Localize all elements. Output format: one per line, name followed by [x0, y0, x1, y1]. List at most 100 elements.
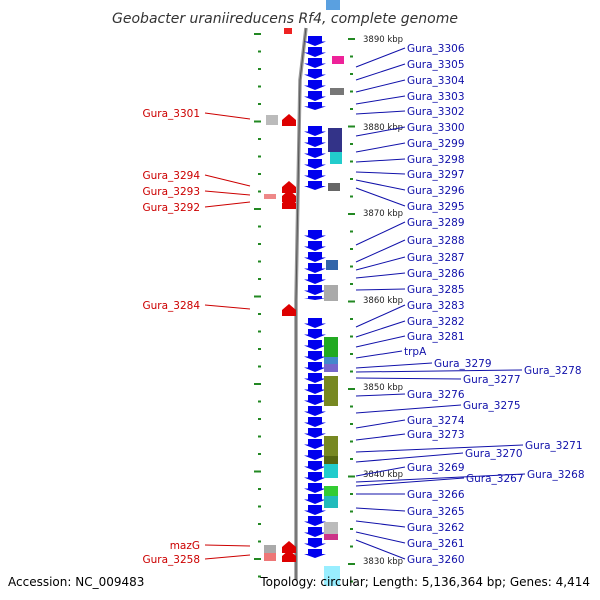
cog-box: [326, 0, 340, 10]
tick-right: [350, 318, 353, 320]
gene-label-plus[interactable]: Gura_3304: [407, 75, 465, 87]
gene-label-plus[interactable]: Gura_3269: [407, 462, 465, 474]
plus-strand-genes: [304, 0, 344, 586]
gene-label-plus[interactable]: Gura_3266: [407, 489, 465, 501]
leader-line: [355, 433, 406, 441]
gene-label-plus[interactable]: Gura_3265: [407, 506, 465, 518]
gene-label-plus[interactable]: Gura_3276: [407, 389, 465, 401]
gene-label-minus[interactable]: mazG: [170, 540, 200, 552]
genome-backbone: [294, 27, 308, 580]
gene-label-plus[interactable]: Gura_3260: [407, 554, 465, 566]
cog-box: [324, 376, 338, 406]
leader-line: [355, 95, 406, 105]
plus-gene-arrow: [304, 36, 326, 46]
leader-line: [204, 112, 251, 120]
tick-left: [258, 138, 261, 140]
leader-line: [355, 520, 406, 528]
leader-line: [355, 335, 406, 348]
plus-gene-arrow: [304, 91, 326, 101]
tick-right: [350, 178, 353, 180]
cog-box: [330, 152, 342, 164]
gene-label-plus[interactable]: Gura_3273: [407, 429, 465, 441]
leader-line: [355, 444, 524, 453]
leader-line: [355, 362, 433, 369]
gene-label-plus[interactable]: Gura_3296: [407, 185, 465, 197]
gene-label-plus[interactable]: Gura_3295: [407, 201, 465, 213]
gene-label-plus[interactable]: Gura_3262: [407, 522, 465, 534]
tick-left: [258, 68, 261, 70]
tick-left: [258, 400, 261, 403]
gene-label-minus[interactable]: Gura_3294: [142, 170, 200, 182]
leader-line: [204, 174, 251, 187]
plus-strand-labels[interactable]: Gura_3306Gura_3305Gura_3304Gura_3303Gura…: [355, 43, 585, 566]
gene-label-plus[interactable]: Gura_3267: [466, 473, 524, 485]
gene-label-minus[interactable]: Gura_3258: [142, 554, 200, 566]
gene-label-plus[interactable]: Gura_3298: [407, 154, 465, 166]
leader-line: [355, 272, 406, 279]
plus-gene-arrow: [304, 505, 326, 515]
gene-label-plus[interactable]: Gura_3300: [407, 122, 465, 134]
minus-gene-box: [264, 553, 276, 561]
gene-label-plus[interactable]: Gura_3303: [407, 91, 465, 103]
kbp-label: 3880 kbp: [363, 123, 403, 133]
gene-label-plus[interactable]: Gura_3289: [407, 217, 465, 229]
gene-label-plus[interactable]: Gura_3285: [407, 284, 465, 296]
minus-gene-box: [284, 28, 292, 34]
gene-label-plus[interactable]: Gura_3282: [407, 316, 465, 328]
gene-label-plus[interactable]: Gura_3281: [407, 331, 465, 343]
tick-right: [348, 563, 355, 565]
gene-label-plus[interactable]: Gura_3268: [527, 469, 585, 481]
tick-left: [258, 243, 261, 245]
tick-right: [350, 73, 353, 75]
gene-label-plus[interactable]: Gura_3306: [407, 43, 465, 55]
gene-label-plus[interactable]: Gura_3261: [407, 538, 465, 550]
minus-gene-box: [264, 194, 276, 199]
gene-label-plus[interactable]: Gura_3270: [465, 448, 523, 460]
leader-line: [355, 419, 406, 429]
tick-right: [350, 528, 353, 530]
gene-label-plus[interactable]: Gura_3279: [434, 358, 492, 370]
tick-right: [350, 510, 353, 513]
tick-right: [350, 143, 353, 145]
gene-label-minus[interactable]: Gura_3301: [142, 108, 200, 120]
minus-strand-labels[interactable]: Gura_3301Gura_3294Gura_3293Gura_3292Gura…: [142, 108, 251, 566]
gene-label-plus[interactable]: Gura_3299: [407, 138, 465, 150]
leader-line: [355, 142, 406, 153]
gene-label-plus[interactable]: Gura_3274: [407, 415, 465, 427]
leader-line: [355, 158, 406, 163]
leader-line: [204, 304, 251, 310]
tick-marks: [254, 33, 355, 583]
gene-label-plus[interactable]: Gura_3287: [407, 252, 465, 264]
gene-label-minus[interactable]: Gura_3284: [142, 300, 200, 312]
cog-box: [324, 534, 338, 540]
gene-label-plus[interactable]: Gura_3278: [524, 365, 582, 377]
gene-label-plus[interactable]: Gura_3283: [407, 300, 465, 312]
cog-box: [324, 486, 338, 498]
minus-gene-arrow: [282, 114, 296, 126]
tick-right: [348, 300, 355, 303]
gene-label-plus[interactable]: Gura_3305: [407, 59, 465, 71]
plus-gene-arrow: [304, 252, 326, 262]
gene-label-plus[interactable]: Gura_3302: [407, 106, 465, 118]
leader-line: [355, 320, 406, 338]
leader-line: [204, 201, 251, 208]
gene-label-plus[interactable]: Gura_3288: [407, 235, 465, 247]
gene-label-plus[interactable]: Gura_3297: [407, 169, 465, 181]
gene-label-plus[interactable]: Gura_3275: [463, 400, 521, 412]
plus-gene-arrow: [304, 230, 326, 240]
leader-line: [355, 110, 406, 115]
gene-label-plus[interactable]: Gura_3277: [463, 374, 521, 386]
tick-left: [258, 435, 261, 438]
leader-line: [355, 369, 523, 373]
minus-gene-arrow: [282, 550, 296, 562]
gene-label-plus[interactable]: Gura_3271: [525, 440, 583, 452]
gene-label-plus[interactable]: trpA: [404, 346, 427, 358]
gene-label-minus[interactable]: Gura_3293: [142, 186, 200, 198]
leader-line: [355, 239, 406, 263]
plus-gene-arrow: [304, 340, 326, 350]
gene-label-plus[interactable]: Gura_3286: [407, 268, 465, 280]
plus-gene-arrow: [304, 58, 326, 68]
gene-label-minus[interactable]: Gura_3292: [142, 202, 200, 214]
tick-right: [348, 125, 355, 128]
tick-right: [350, 545, 353, 548]
